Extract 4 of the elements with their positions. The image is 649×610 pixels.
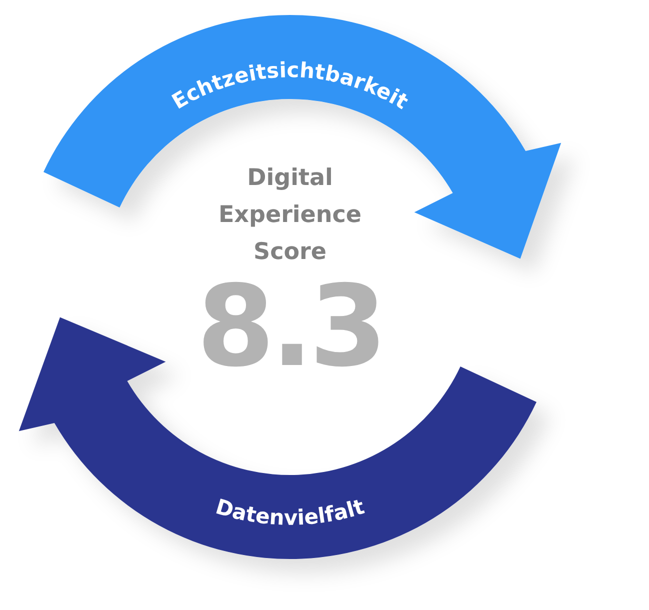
score-value: 8.3	[196, 271, 384, 383]
arrow-label: Datenvielfalt	[212, 494, 368, 530]
curved-arrow	[44, 15, 562, 259]
score-title: Digital Experience Score	[217, 164, 363, 267]
